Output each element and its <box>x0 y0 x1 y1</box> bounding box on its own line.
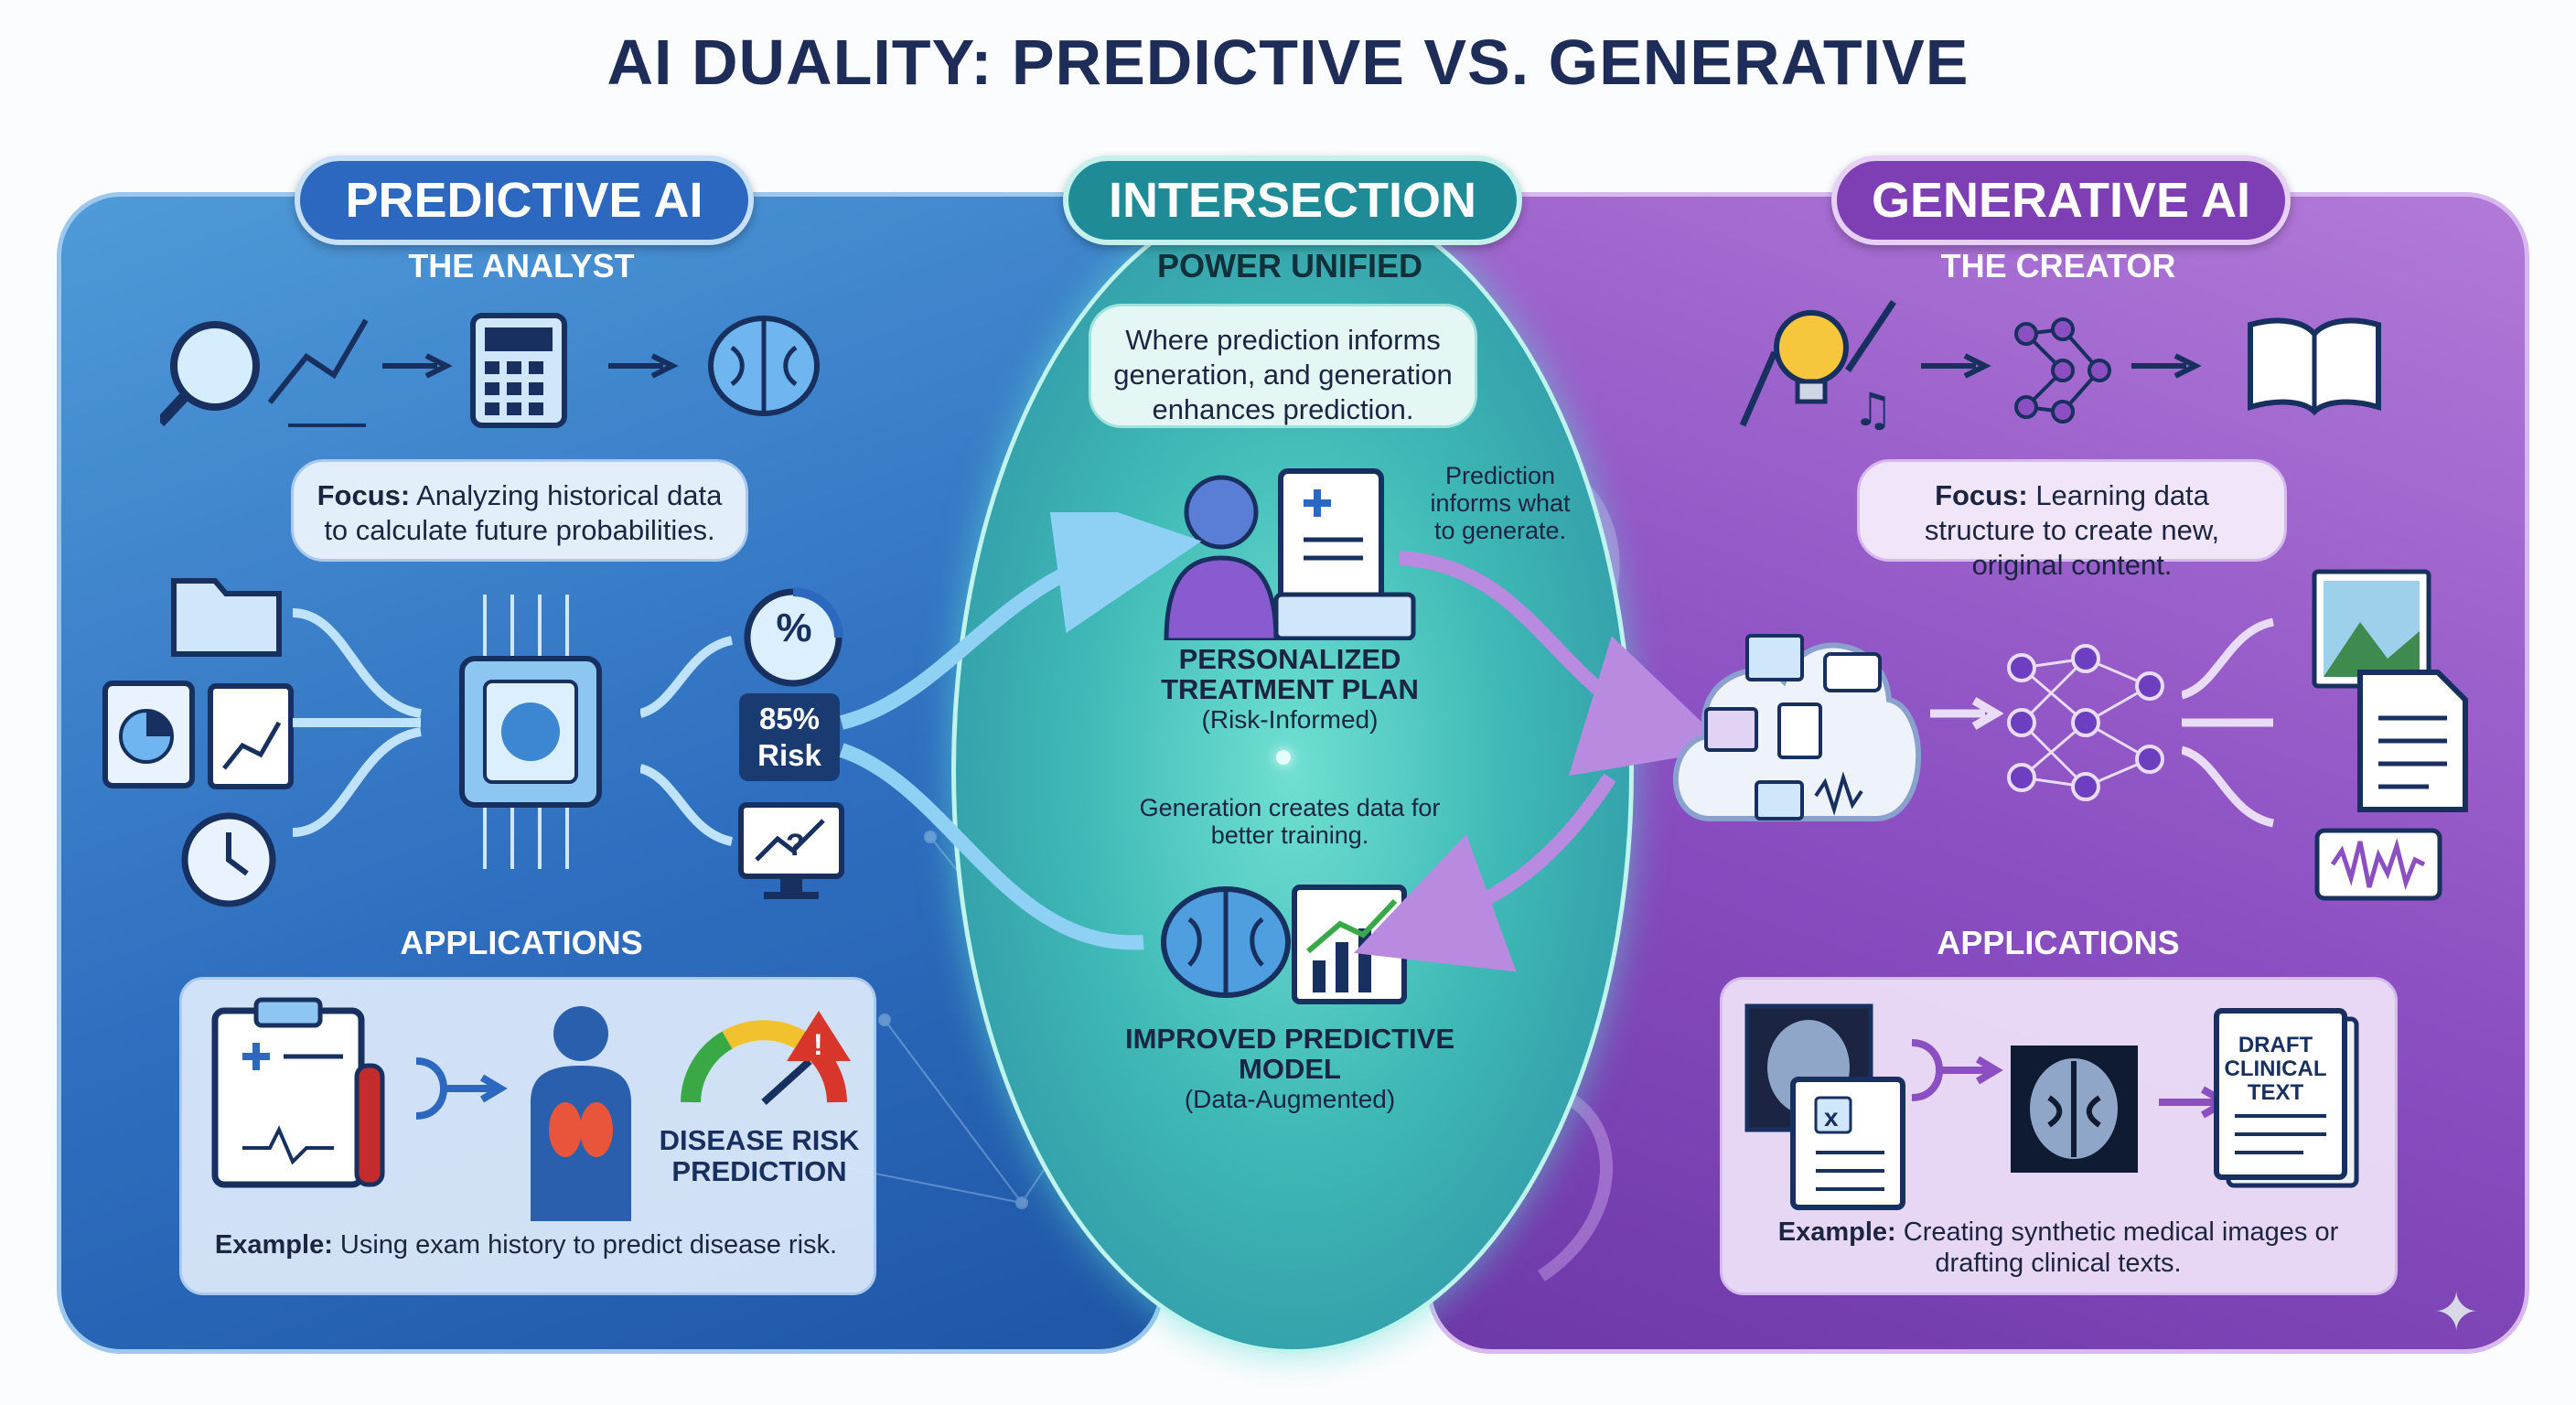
brain-icon <box>704 306 823 430</box>
arrow-right-icon <box>608 352 682 384</box>
example-label: Example: <box>214 1230 333 1260</box>
arrow-right-icon <box>1921 352 1994 384</box>
svg-text:!: ! <box>813 1028 823 1061</box>
content-cloud-icon <box>1656 590 1930 869</box>
medical-clipboard-icon <box>206 992 389 1198</box>
processor-chip-icon <box>430 595 640 874</box>
pie-report-icon <box>101 672 201 796</box>
bar-report-icon <box>206 681 297 796</box>
neural-network-icon <box>2008 311 2118 434</box>
predictive-applications-heading: APPLICATIONS <box>400 924 643 961</box>
output-arrows <box>639 622 741 864</box>
example-label: Example: <box>1777 1217 1896 1247</box>
open-book-icon <box>2246 316 2383 421</box>
predictive-example: Example: Using exam history to predict d… <box>183 1230 869 1260</box>
note-generation-creates: Generation creates data for better train… <box>1139 794 1441 849</box>
focus-label: Focus: <box>1935 479 2028 511</box>
risk-value: 85% <box>758 702 821 735</box>
risk-gauge-icon: ! <box>672 1011 855 1116</box>
clock-icon <box>178 810 279 915</box>
lightbulb-art-icon: ♫ <box>1733 297 1907 439</box>
generative-example: Example: Creating synthetic medical imag… <box>1766 1217 2351 1279</box>
document-icon <box>2356 668 2470 819</box>
human-lungs-icon <box>512 1002 649 1226</box>
risk-label: Risk <box>757 738 821 772</box>
page-title: AI DUALITY: PREDICTIVE VS. GENERATIVE <box>606 27 1970 98</box>
neural-network-icon <box>2003 631 2168 819</box>
focus-text: Learning data structure to create new, o… <box>1924 479 2220 581</box>
generative-ai-pill: GENERATIVE AI <box>1831 156 2291 245</box>
flow-arrows <box>839 512 1731 972</box>
svg-text:?: ? <box>786 828 805 863</box>
improved-predictive-model: IMPROVED PREDICTIVE MODEL(Data-Augmented… <box>1116 1024 1464 1114</box>
plan-subtitle: (Risk-Informed) <box>1201 705 1379 734</box>
arrow-right-icon <box>2131 352 2205 384</box>
brain-mri-icon <box>2008 1043 2141 1180</box>
percent-gauge-icon <box>741 585 846 695</box>
sparkle-icon: ✦ <box>2433 1282 2480 1343</box>
input-arrows <box>292 595 439 874</box>
focus-label: Focus: <box>317 479 411 511</box>
predictive-ai-pill: PREDICTIVE AI <box>295 156 754 245</box>
focus-text: Analyzing historical data to calculate f… <box>324 479 723 546</box>
center-glow-dot <box>1276 750 1291 765</box>
folder-icon <box>169 563 288 668</box>
intersection-pill: INTERSECTION <box>1063 156 1522 245</box>
arrow-right-icon <box>382 352 456 384</box>
svg-text:♫: ♫ <box>1852 383 1894 434</box>
draft-clinical-document-icon <box>2212 1006 2363 1194</box>
arrow-right-icon <box>1911 1034 2003 1111</box>
example-text: Creating synthetic medical images or dra… <box>1903 1217 2339 1278</box>
draft-clinical-text: DRAFT CLINICAL TEXT <box>2224 1033 2327 1105</box>
calculator-icon <box>468 311 569 434</box>
note-prediction-informs: Prediction informs what to generate. <box>1430 462 1571 544</box>
monitor-trend-icon: ? <box>736 800 846 910</box>
risk-value-box: 85%Risk <box>739 693 840 781</box>
audio-waveform-icon <box>2314 828 2442 906</box>
predictive-subtitle: THE ANALYST <box>408 247 635 284</box>
model-subtitle: (Data-Augmented) <box>1184 1085 1396 1113</box>
personalized-treatment-plan: PERSONALIZED TREATMENT PLAN(Risk-Informe… <box>1116 645 1464 735</box>
model-title: IMPROVED PREDICTIVE MODEL <box>1125 1023 1454 1085</box>
brain-scan-document-icon: x <box>1743 1002 1907 1217</box>
output-arrows <box>2180 595 2282 855</box>
disease-risk-caption: DISEASE RISK PREDICTION <box>659 1124 860 1187</box>
intersection-subtitle: POWER UNIFIED <box>1156 247 1422 284</box>
arrow-right-icon <box>1930 695 2004 736</box>
generative-subtitle: THE CREATOR <box>1940 247 2176 284</box>
example-text: Using exam history to predict disease ri… <box>339 1230 838 1260</box>
percent-symbol: % <box>776 606 812 650</box>
svg-text:x: x <box>1824 1103 1839 1132</box>
intersection-description: Where prediction informs generation, and… <box>1089 304 1477 428</box>
magnifier-chart-icon <box>156 302 370 434</box>
plan-title: PERSONALIZED TREATMENT PLAN <box>1161 643 1419 705</box>
generative-applications-heading: APPLICATIONS <box>1937 924 2180 961</box>
arrow-right-icon <box>415 1052 508 1130</box>
predictive-focus-bubble: Focus: Analyzing historical data to calc… <box>291 459 748 562</box>
generative-focus-bubble: Focus: Learning data structure to create… <box>1857 459 2287 581</box>
